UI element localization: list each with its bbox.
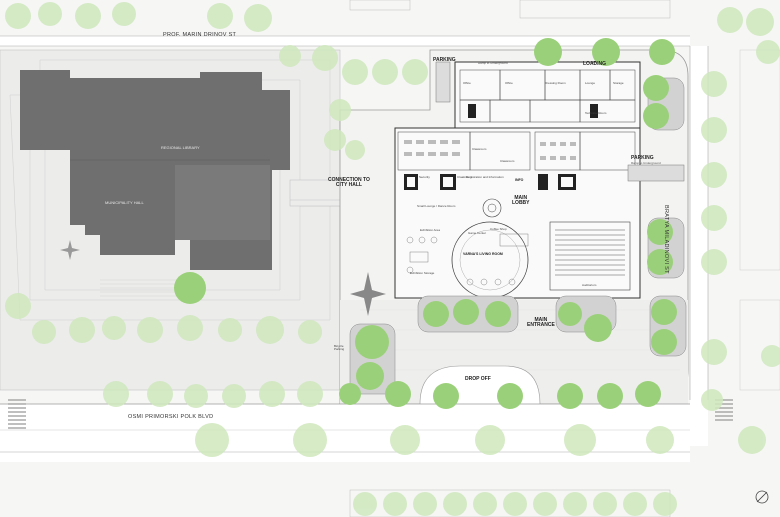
compass-star-icon xyxy=(350,272,386,316)
north-street xyxy=(0,0,690,47)
room-label: Small Lounge / Dance Room xyxy=(417,204,456,208)
room-label: Game Center xyxy=(468,231,487,235)
trees xyxy=(5,2,780,516)
auditorium-label: Auditorium xyxy=(582,283,597,287)
ramps xyxy=(435,61,685,182)
municipality-hall-label: MUNICIPALITY HALL xyxy=(105,200,144,205)
room-label: Cloakroom xyxy=(457,175,472,179)
parking-nw-label: PARKING xyxy=(433,57,456,63)
room-label: Office xyxy=(505,81,513,85)
main-lobby-label: MAIN LOBBY xyxy=(512,195,530,206)
room-label: Security xyxy=(419,175,430,179)
regional-library-label: REGIONAL LIBRARY xyxy=(161,145,200,150)
south-street-label: OSMI PRIMORSKI POLK BLVD xyxy=(128,414,214,420)
main-entrance-label: MAIN ENTRANCE xyxy=(527,317,555,328)
east-street-label: BRATYA MILADINOVI ST xyxy=(663,205,669,274)
north-arrow-icon xyxy=(755,490,769,504)
room-label: Lounge xyxy=(585,81,596,85)
room-label: Coffee Shop xyxy=(490,227,507,231)
room-label: Office xyxy=(463,81,471,85)
living-room-label: VARNA'S LIVING ROOM xyxy=(463,252,503,256)
room-label: Dressing Room xyxy=(545,81,566,85)
north-street-label: PROF. MARIN DRINOV ST xyxy=(163,32,237,38)
bicycle-parking-label: Bicycle Parking xyxy=(334,344,345,351)
room-label: Storage xyxy=(613,81,624,85)
drop-off-label: DROP OFF xyxy=(465,376,491,382)
connection-label: CONNECTION TO CITY HALL xyxy=(328,177,370,188)
proposed-building xyxy=(394,61,641,299)
loading-label: LOADING xyxy=(583,61,607,67)
parking-nw-sub-label: Ramp to Underground xyxy=(478,61,508,65)
room-label: Registration and Information xyxy=(466,175,504,179)
room-label: Exhibition Area xyxy=(420,228,441,232)
room-label: Classroom xyxy=(472,147,487,151)
info-label: INFO xyxy=(515,178,524,182)
parking-e-sub-label: Ramp to Underground xyxy=(631,161,661,165)
room-label: Technical Room xyxy=(585,111,607,115)
room-label: Exhibition Storage xyxy=(410,271,435,275)
parking-e-label: PARKING xyxy=(631,155,654,161)
room-label: Classroom xyxy=(500,159,515,163)
compass-star-icon xyxy=(60,240,80,260)
library-and-hall-buildings xyxy=(20,70,290,270)
